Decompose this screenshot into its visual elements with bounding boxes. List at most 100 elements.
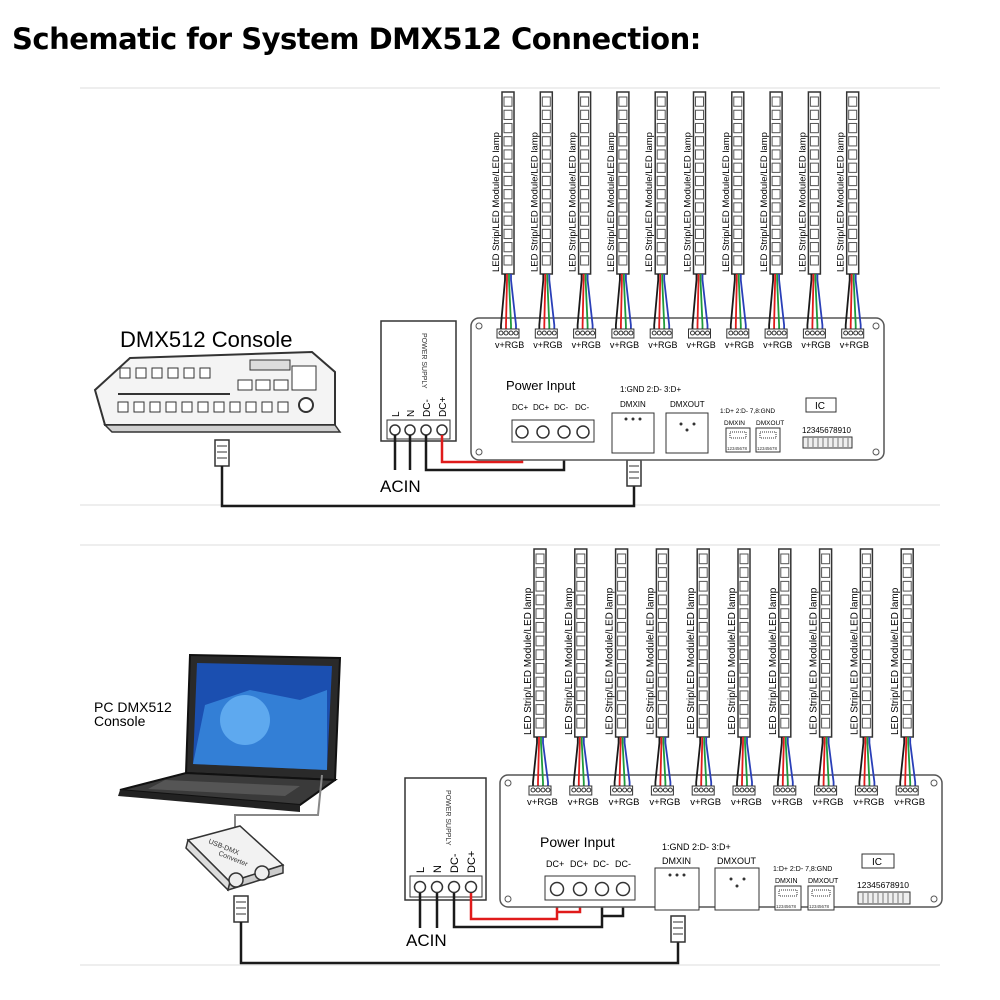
wire (705, 737, 713, 787)
wire (621, 737, 626, 787)
terminal-label: v+RGB (853, 797, 884, 808)
led-strip-label: LED Strip/LED Module/LED lamp (568, 132, 579, 272)
wire (734, 274, 738, 330)
section-frame-bottom (80, 544, 940, 966)
small-pin-numbers: 12345678 (757, 446, 778, 451)
ps-terminal-label: N (406, 410, 417, 417)
wire (701, 274, 709, 330)
dip-numbers: 12345678910 (857, 880, 909, 890)
wire (868, 737, 876, 787)
terminal-label: v+RGB (572, 340, 601, 350)
terminal-label: v+RGB (894, 797, 925, 808)
wire (576, 274, 583, 330)
dc-label: DC+ (533, 403, 550, 412)
dmx-cable-top (220, 466, 636, 508)
terminal-label: v+RGB (801, 340, 830, 350)
laptop-icon (118, 653, 342, 812)
led-strip-label: LED Strip/LED Module/LED lamp (768, 587, 779, 735)
wire (508, 274, 512, 330)
pc-console-label: PC DMX512 (94, 699, 172, 715)
ps-terminal-label: L (391, 411, 402, 417)
wire (625, 274, 632, 330)
pc-console-label: Console (94, 713, 146, 729)
ps-terminal-label: DC+ (466, 851, 478, 873)
led-strip-label: LED Strip/LED Module/LED lamp (809, 587, 820, 735)
dmx-cable-bottom (239, 922, 680, 965)
wire (746, 737, 753, 787)
led-strip-label: LED Strip/LED Module/LED lamp (686, 587, 697, 735)
led-strip-label: LED Strip/LED Module/LED lamp (491, 132, 502, 272)
page-title: Schematic for System DMX512 Connection: (12, 22, 701, 56)
led-strip-label: LED Strip/LED Module/LED lamp (644, 132, 655, 272)
small-dmxin-label: DMXIN (775, 878, 798, 885)
ic-chip (805, 397, 837, 413)
small-dmxout-label: DMXOUT (808, 878, 839, 885)
dc-label: DC+ (570, 859, 588, 869)
terminal-label: v+RGB (763, 340, 792, 350)
rj45-plug-converter (233, 895, 249, 923)
pin-info-2: 1:D+ 2:D- 7,8:GND (773, 866, 832, 873)
wire (505, 274, 508, 330)
dmxout-label: DMXOUT (670, 400, 705, 409)
wire (658, 274, 662, 330)
wire (661, 274, 666, 330)
led-strip: LED Strip/LED Module/LED lamp v+RGB (890, 548, 925, 808)
terminal-label: v+RGB (610, 340, 639, 350)
terminal-label: v+RGB (725, 340, 754, 350)
wire (653, 274, 660, 330)
led-strip-label: LED Strip/LED Module/LED lamp (890, 587, 901, 735)
terminal-label: v+RGB (690, 797, 721, 808)
led-strip-label: LED Strip/LED Module/LED lamp (721, 132, 732, 272)
led-strip-label: LED Strip/LED Module/LED lamp (645, 587, 656, 735)
wire (700, 737, 704, 787)
wire (811, 274, 815, 330)
terminal-label: v+RGB (813, 797, 844, 808)
wire (623, 274, 627, 330)
led-strip-label: LED Strip/LED Module/LED lamp (759, 132, 770, 272)
dmxout-port (714, 867, 760, 911)
rj45-socket-small (807, 885, 835, 911)
wire (817, 737, 824, 787)
dmxin-label: DMXIN (662, 856, 691, 866)
wire (781, 737, 785, 787)
wire (546, 274, 551, 330)
led-strip-label: LED Strip/LED Module/LED lamp (727, 587, 738, 735)
dc-label: DC- (593, 859, 609, 869)
wire (654, 737, 661, 787)
dc-minus-wire (452, 890, 604, 929)
dmxin-label: DMXIN (620, 400, 646, 409)
terminal-label: v+RGB (495, 340, 524, 350)
wire (586, 274, 594, 330)
dmxin-port (654, 867, 700, 911)
wire (744, 737, 748, 787)
pin-info: 1:GND 2:D- 3:D+ (662, 842, 731, 852)
led-strip: LED Strip/LED Module/LED lamp v+RGB (849, 548, 884, 808)
wire (899, 737, 906, 787)
pin-info: 1:GND 2:D- 3:D+ (620, 385, 681, 394)
wire (776, 737, 783, 787)
rj45-socket-small (725, 427, 751, 453)
led-strip-label: LED Strip/LED Module/LED lamp (849, 587, 860, 735)
wire (736, 737, 742, 787)
terminal-label: v+RGB (527, 797, 558, 808)
wire (542, 737, 549, 787)
led-strip-row: LED Strip/LED Module/LED lamp v+RGB LED St… (491, 91, 869, 350)
wire (854, 274, 862, 330)
dip-numbers: 12345678910 (802, 426, 851, 435)
wire (741, 737, 744, 787)
wire (904, 737, 908, 787)
wire (699, 274, 704, 330)
wire (696, 274, 700, 330)
small-dmxin-label: DMXIN (724, 420, 745, 427)
led-strip: LED Strip/LED Module/LED lamp v+RGB (491, 91, 524, 350)
wire (623, 737, 631, 787)
rj45-socket-small (774, 885, 802, 911)
